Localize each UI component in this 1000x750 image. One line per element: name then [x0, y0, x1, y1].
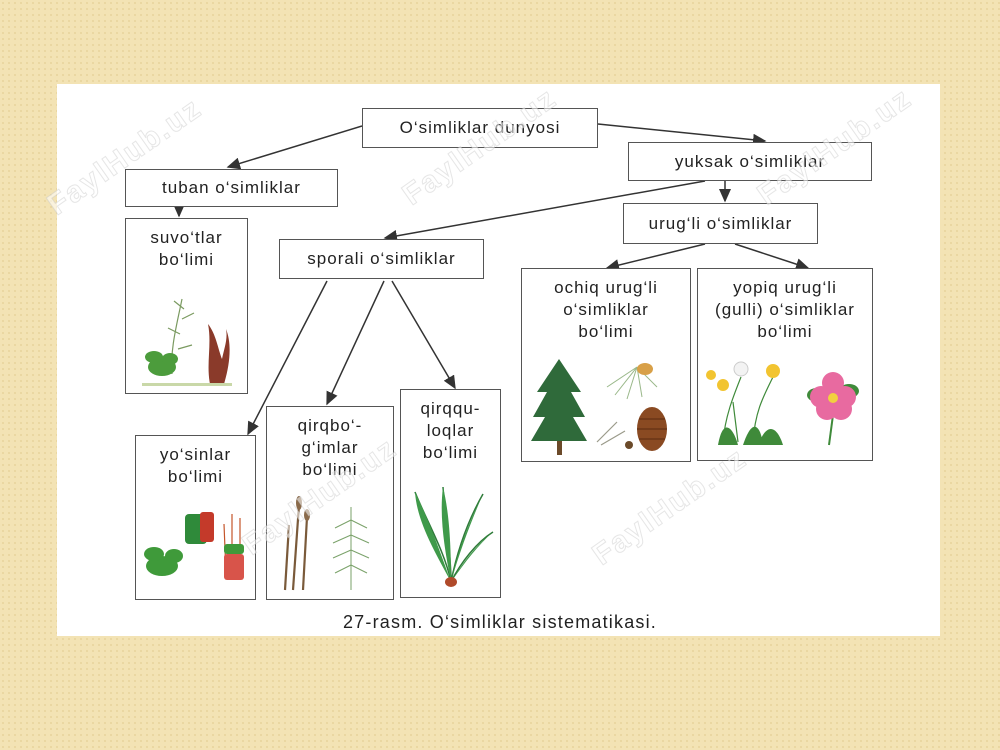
arrow-sporali-qirqbogimlar [326, 280, 385, 406]
card-title: yo‘sinlar bo‘limi [159, 445, 232, 486]
arrow-urugli-ochiq [605, 243, 706, 271]
arrow-root-yuksak [597, 123, 767, 146]
node-sporali-osimliklar: sporali o‘simliklar [279, 239, 484, 279]
card-ochiq-urugli-bolimi: ochiq urug‘li o‘simliklar bo‘limi [521, 268, 691, 462]
node-osimliklar-dunyosi: O‘simliklar dunyosi [362, 108, 598, 148]
card-yopiq-urugli-bolimi: yopiq urug‘li (gulli) o‘simliklar bo‘lim… [697, 268, 873, 461]
card-qirqquloqlar-bolimi: qirqqu- loqlar bo‘limi [400, 389, 501, 598]
node-urugli-osimliklar: urug‘li o‘simliklar [623, 203, 818, 244]
horsetail-illustration [283, 496, 370, 591]
node-tuban-osimliklar: tuban o‘simliklar [125, 169, 338, 207]
card-suvotlar-bolimi: suvo‘tlar bo‘limi [125, 218, 248, 394]
card-title: yopiq urug‘li (gulli) o‘simliklar bo‘lim… [715, 278, 855, 341]
card-title: qirqbo‘- g‘imlar bo‘limi [297, 416, 363, 479]
node-yuksak-osimliklar: yuksak o‘simliklar [628, 142, 872, 181]
moss-illustration [144, 512, 244, 580]
card-title: suvo‘tlar bo‘limi [150, 228, 223, 269]
card-qirqbogimlar-bolimi: qirqbo‘- g‘imlar bo‘limi [266, 406, 394, 600]
algae-illustration [142, 298, 232, 386]
fern-illustration [414, 486, 494, 587]
arrow-sporali-yosinlar [247, 280, 328, 436]
figure-caption: 27-rasm. O‘simliklar sistematikasi. [342, 612, 658, 632]
arrow-root-tuban [226, 125, 363, 170]
card-title: ochiq urug‘li o‘simliklar bo‘limi [554, 278, 658, 341]
arrow-sporali-qirqquloqlar [391, 280, 456, 390]
card-title: qirqqu- loqlar bo‘limi [420, 399, 481, 462]
arrow-yuksak-sporali [383, 180, 706, 242]
arrow-urugli-yopiq [734, 243, 810, 270]
card-yosinlar-bolimi: yo‘sinlar bo‘limi [135, 435, 256, 600]
conifer-illustration [531, 359, 667, 455]
flowering-plants-illustration [706, 361, 859, 446]
